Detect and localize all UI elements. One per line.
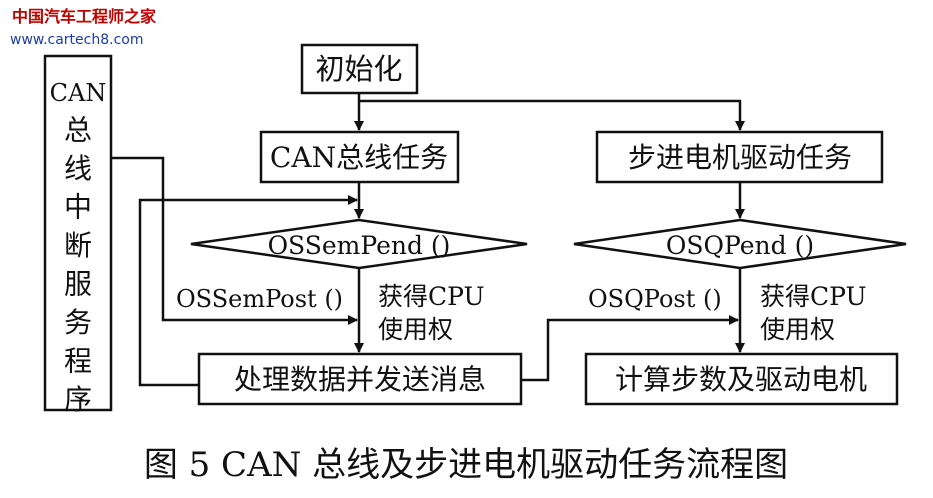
isr-label-line: 总 — [64, 114, 92, 147]
process-send-box — [197, 352, 523, 406]
get-cpu-left-2: 使用权 — [378, 315, 453, 344]
get-cpu-left-1: 获得CPU — [378, 282, 485, 311]
stepper-task-box — [595, 130, 884, 184]
isr-label-line: 务 — [64, 306, 92, 339]
isr-label-line: 序 — [64, 383, 92, 416]
compute-steps-box — [584, 352, 899, 406]
os-sem-pend-label: OSSemPend () — [268, 231, 451, 260]
watermark-cn: 中国汽车工程师之家 — [12, 7, 157, 26]
can-task-box — [259, 130, 460, 184]
compute-steps-label: 计算步数及驱动电机 — [615, 363, 867, 396]
isr-label-line: 断 — [64, 229, 92, 262]
isr-label-line: 服 — [64, 268, 92, 301]
arrow-isr-sempost — [111, 156, 358, 325]
arrow-qpost — [521, 315, 739, 382]
get-cpu-right-2: 使用权 — [760, 315, 835, 344]
process-send-label: 处理数据并发送消息 — [234, 363, 486, 396]
isr-label-line: 线 — [64, 152, 92, 185]
stepper-task-label: 步进电机驱动任务 — [628, 141, 852, 174]
osq-post-label: OSQPost () — [588, 285, 722, 313]
figure-caption: 图 5 CAN 总线及步进电机驱动任务流程图 — [144, 445, 788, 485]
get-cpu-right-1: 获得CPU — [760, 282, 867, 311]
init-label: 初始化 — [315, 52, 402, 86]
can-task-label: CAN总线任务 — [270, 141, 448, 174]
isr-label-line: CAN — [50, 79, 107, 107]
os-sem-post-label: OSSemPost () — [176, 285, 343, 313]
arrow-loop-back — [138, 195, 358, 387]
osq-pend-label: OSQPend () — [666, 231, 814, 260]
isr-label-line: 程 — [64, 345, 92, 378]
watermark-url: www.cartech8.com — [10, 32, 143, 48]
isr-label-line: 中 — [64, 191, 92, 224]
arrow-init-to-stepper — [359, 99, 745, 131]
init-box — [300, 43, 419, 95]
isr-box — [43, 54, 113, 412]
